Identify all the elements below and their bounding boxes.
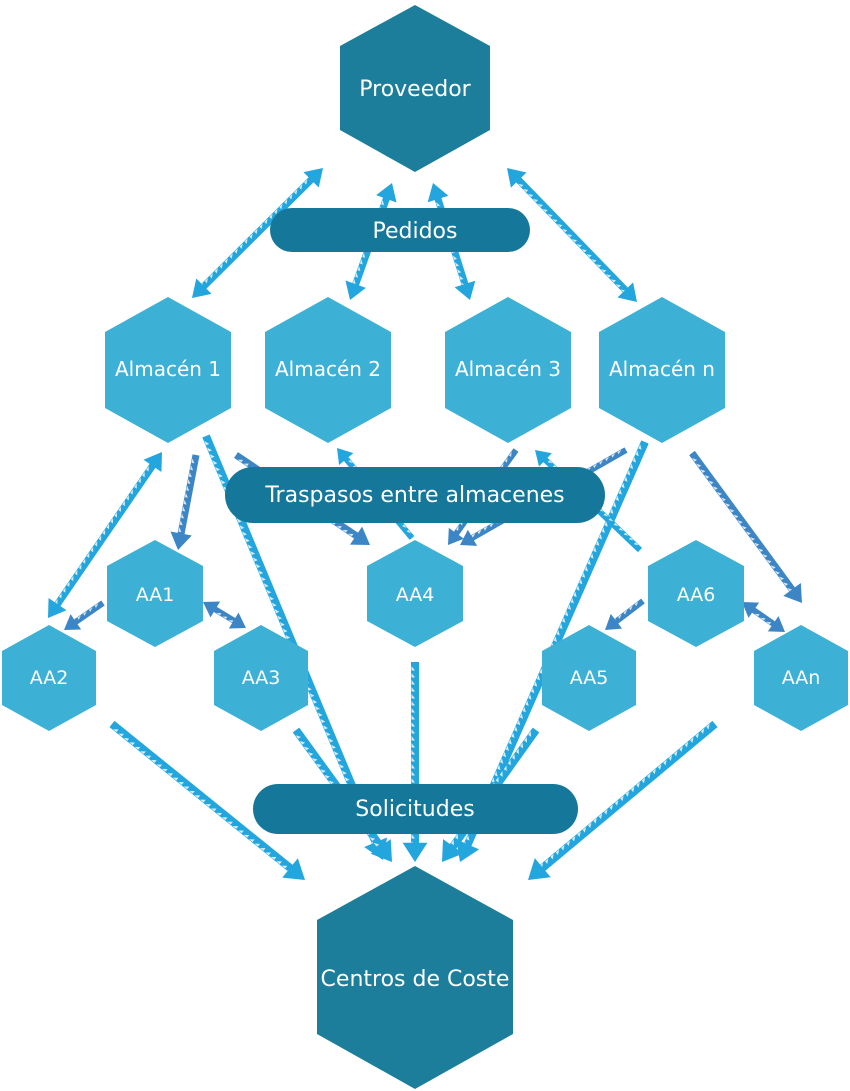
almacen-2-label: Almacén 2 — [275, 357, 381, 381]
arrow-aa6-aa5 — [605, 598, 645, 631]
proveedor-label: Proveedor — [359, 77, 471, 102]
arrow-almacen-n-aan — [689, 450, 803, 604]
centros-de-coste-label: Centros de Coste — [321, 967, 510, 992]
aa2-label: AA2 — [30, 667, 69, 689]
aa5-label: AA5 — [570, 667, 609, 689]
node-aa5: AA5 — [542, 625, 636, 731]
solicitudes-banner: Solicitudes — [253, 784, 578, 834]
arrow-aa6-aan — [742, 602, 786, 633]
arrow-aa2-centros — [109, 720, 305, 881]
aa4-label: AA4 — [396, 584, 435, 606]
node-aa1: AA1 — [107, 540, 203, 647]
aa1-label: AA1 — [136, 584, 175, 606]
arrow-aan-centros — [527, 720, 718, 880]
aan-label: AAn — [782, 667, 821, 689]
node-proveedor: Proveedor — [340, 5, 490, 172]
traspasos-label: Traspasos entre almacenes — [264, 483, 564, 508]
pedidos-banner: Pedidos — [270, 208, 530, 252]
arrow-proveedor-almacen-n — [507, 168, 638, 302]
node-almacen-3: Almacén 3 — [445, 297, 571, 443]
arrow-almacen-1-aa1 — [170, 454, 200, 550]
arrow-aa1-aa3 — [203, 601, 247, 629]
pedidos-label: Pedidos — [373, 219, 458, 244]
node-centros-de-coste: Centros de Coste — [317, 866, 513, 1089]
arrow-almacen-1-aa2 — [47, 452, 162, 618]
node-aa6: AA6 — [648, 540, 744, 647]
arrow-aa1-aa2 — [64, 600, 105, 631]
traspasos-banner: Traspasos entre almacenes — [225, 467, 605, 523]
solicitudes-label: Solicitudes — [355, 797, 474, 822]
node-almacen-n: Almacén n — [599, 297, 725, 443]
node-aa2: AA2 — [2, 625, 96, 731]
node-almacen-2: Almacén 2 — [265, 297, 391, 443]
aa6-label: AA6 — [677, 584, 716, 606]
almacen-n-label: Almacén n — [609, 357, 715, 381]
almacen-3-label: Almacén 3 — [455, 357, 561, 381]
arrow-layer — [47, 168, 803, 881]
node-aan: AAn — [754, 625, 848, 731]
arrow-proveedor-almacen-1 — [191, 168, 323, 298]
node-almacen-1: Almacén 1 — [105, 297, 231, 443]
aa3-label: AA3 — [242, 667, 281, 689]
almacen-1-label: Almacén 1 — [115, 357, 221, 381]
node-aa3: AA3 — [214, 625, 308, 731]
node-aa4: AA4 — [367, 540, 463, 647]
